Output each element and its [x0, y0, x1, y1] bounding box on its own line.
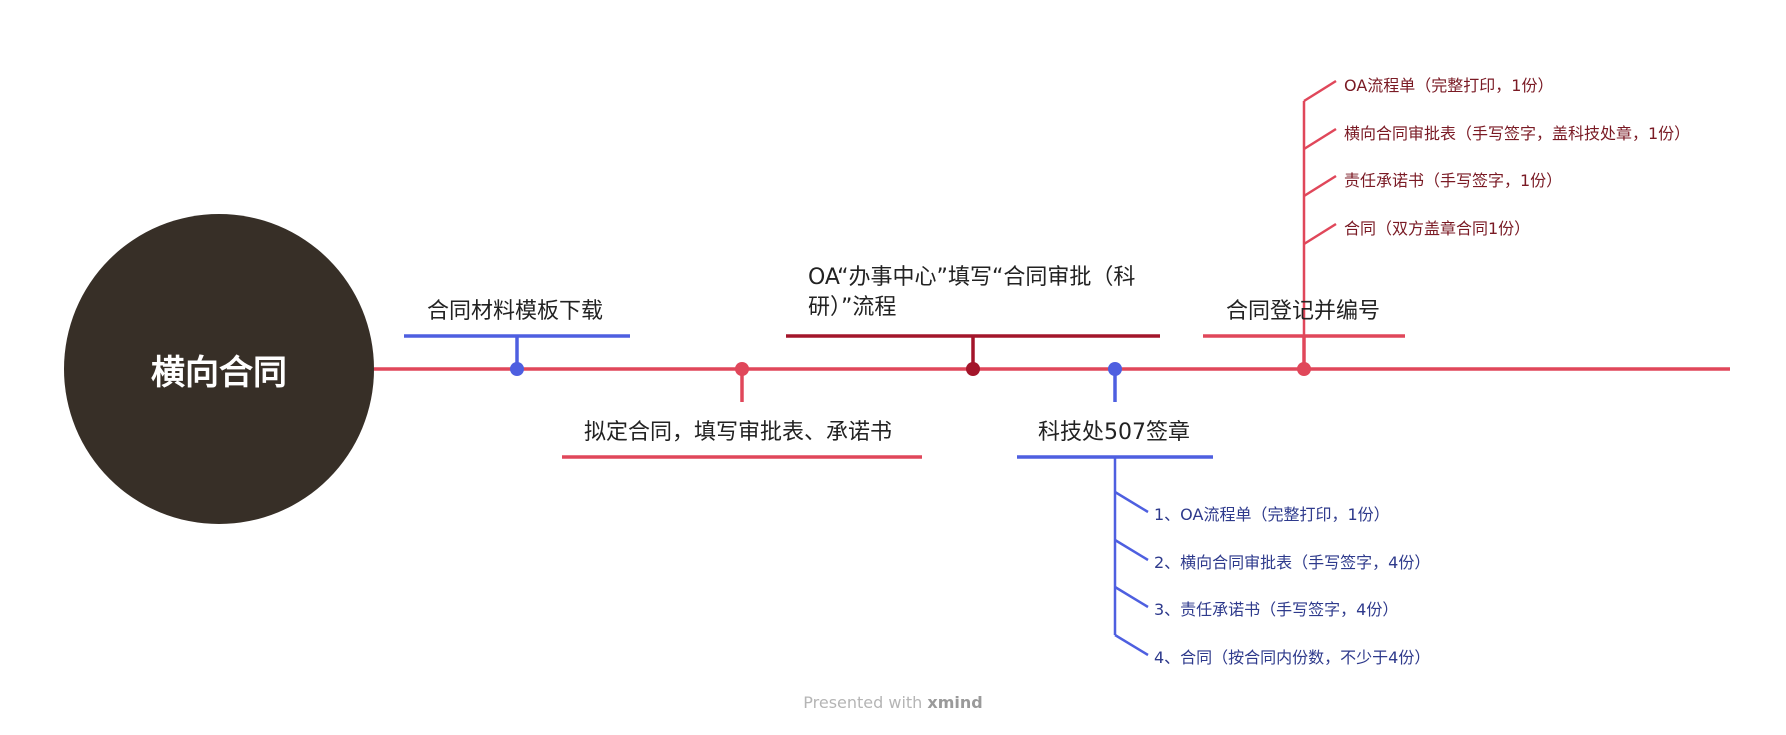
- presented-with-footer: Presented with xmind: [0, 693, 1786, 712]
- register-subitem[interactable]: 责任承诺书（手写签字，1份）: [1344, 171, 1563, 190]
- stamp-branch-4: [1114, 633, 1149, 657]
- register-subitem[interactable]: 合同（双方盖章合同1份）: [1344, 219, 1531, 238]
- topic-register[interactable]: 合同登记并编号: [1226, 299, 1381, 324]
- register-branch-2: [1303, 127, 1337, 151]
- register-subitem[interactable]: 横向合同审批表（手写签字，盖科技处章，1份）: [1344, 124, 1691, 143]
- central-topic-title[interactable]: 横向合同: [151, 352, 287, 393]
- register-branch-3: [1303, 174, 1337, 198]
- register-branch-4: [1303, 222, 1337, 246]
- stamp-subitem[interactable]: 1、OA流程单（完整打印，1份）: [1154, 505, 1390, 524]
- topic-oa-process[interactable]: OA“办事中心”填写“合同审批（科研）”流程: [808, 265, 1136, 320]
- stamp-branch-3: [1114, 585, 1149, 609]
- stamp-subitem[interactable]: 3、责任承诺书（手写签字，4份）: [1154, 600, 1399, 619]
- topic-stamp-node: [1108, 362, 1122, 376]
- topic-template-download[interactable]: 合同材料模板下载: [427, 299, 604, 324]
- topic-oa-process-node: [966, 362, 980, 376]
- topic-draft-contract[interactable]: 拟定合同，填写审批表、承诺书: [584, 420, 893, 445]
- footer-brand: xmind: [927, 693, 983, 712]
- register-subitem[interactable]: OA流程单（完整打印，1份）: [1344, 76, 1554, 95]
- stamp-subitem[interactable]: 2、横向合同审批表（手写签字，4份）: [1154, 553, 1431, 572]
- stamp-branch-1: [1114, 490, 1149, 514]
- stamp-subitem[interactable]: 4、合同（按合同内份数，不少于4份）: [1154, 648, 1431, 667]
- register-branch-1: [1303, 79, 1337, 103]
- topic-register-node: [1297, 362, 1311, 376]
- stamp-branch-2: [1114, 538, 1149, 562]
- central-topic-circle[interactable]: [64, 214, 374, 524]
- footer-prefix: Presented with: [803, 693, 923, 712]
- topic-template-download-node: [510, 362, 524, 376]
- topic-stamp[interactable]: 科技处507签章: [1038, 420, 1190, 445]
- topic-draft-contract-node: [735, 362, 749, 376]
